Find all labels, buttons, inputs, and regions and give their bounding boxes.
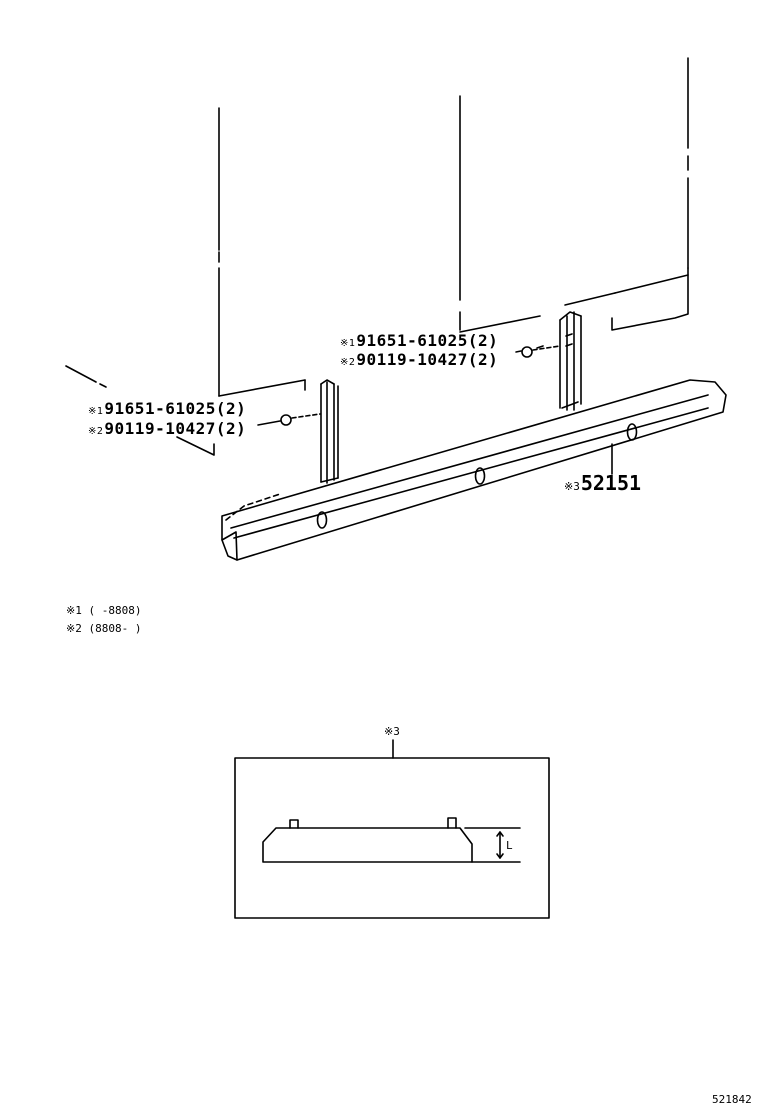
- callout-lower-nut: ※290119-10427(2): [88, 420, 246, 441]
- callout-part-number: 52151: [580, 471, 642, 495]
- callout-marker: ※1: [340, 338, 356, 349]
- callout-marker: ※1: [88, 406, 104, 417]
- detail-box: [234, 739, 550, 919]
- step-bar: [221, 379, 727, 561]
- callout-upper-bolt: ※191651-61025(2): [340, 332, 498, 353]
- fasteners: [257, 345, 561, 426]
- callout-part-number: 90119-10427(2): [104, 419, 247, 438]
- callout-part-number: 91651-61025(2): [104, 399, 247, 418]
- right-bracket: [559, 311, 582, 411]
- callout-part-number: 90119-10427(2): [356, 350, 499, 369]
- callout-step-bar: ※352151: [564, 472, 641, 498]
- dimension-label: L: [506, 839, 513, 852]
- callout-lower-bolt: ※191651-61025(2): [88, 400, 246, 421]
- figure-number: 521842: [712, 1093, 752, 1106]
- callout-upper-nut: ※290119-10427(2): [340, 351, 498, 372]
- note-1: ※1 ( -8808): [66, 604, 142, 617]
- left-bracket: [320, 379, 339, 484]
- callout-marker: ※3: [564, 480, 580, 493]
- detail-title: ※3: [384, 725, 400, 738]
- vehicle-body-outline: [65, 57, 689, 456]
- callout-marker: ※2: [340, 357, 356, 368]
- note-2: ※2 (8808- ): [66, 622, 142, 635]
- callout-marker: ※2: [88, 426, 104, 437]
- callout-part-number: 91651-61025(2): [356, 331, 499, 350]
